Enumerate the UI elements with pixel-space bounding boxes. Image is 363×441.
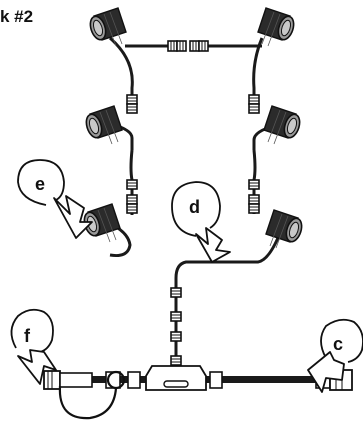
puck-light [263, 105, 304, 145]
callout-c-label: c [333, 334, 343, 354]
callout-f-label: f [24, 326, 31, 346]
callout-e: e [17, 159, 93, 239]
puck-light [86, 7, 127, 47]
callout-d: d [171, 181, 231, 263]
callout-d-label: d [189, 197, 200, 217]
page-title: k #2 [0, 7, 34, 26]
puck-light [82, 105, 123, 145]
puck-light [265, 209, 306, 249]
callout-f: f [10, 308, 57, 385]
puck-light [257, 7, 298, 47]
trunk-cable [43, 355, 353, 420]
callout-c: c [307, 318, 363, 393]
callout-e-label: e [35, 174, 45, 194]
